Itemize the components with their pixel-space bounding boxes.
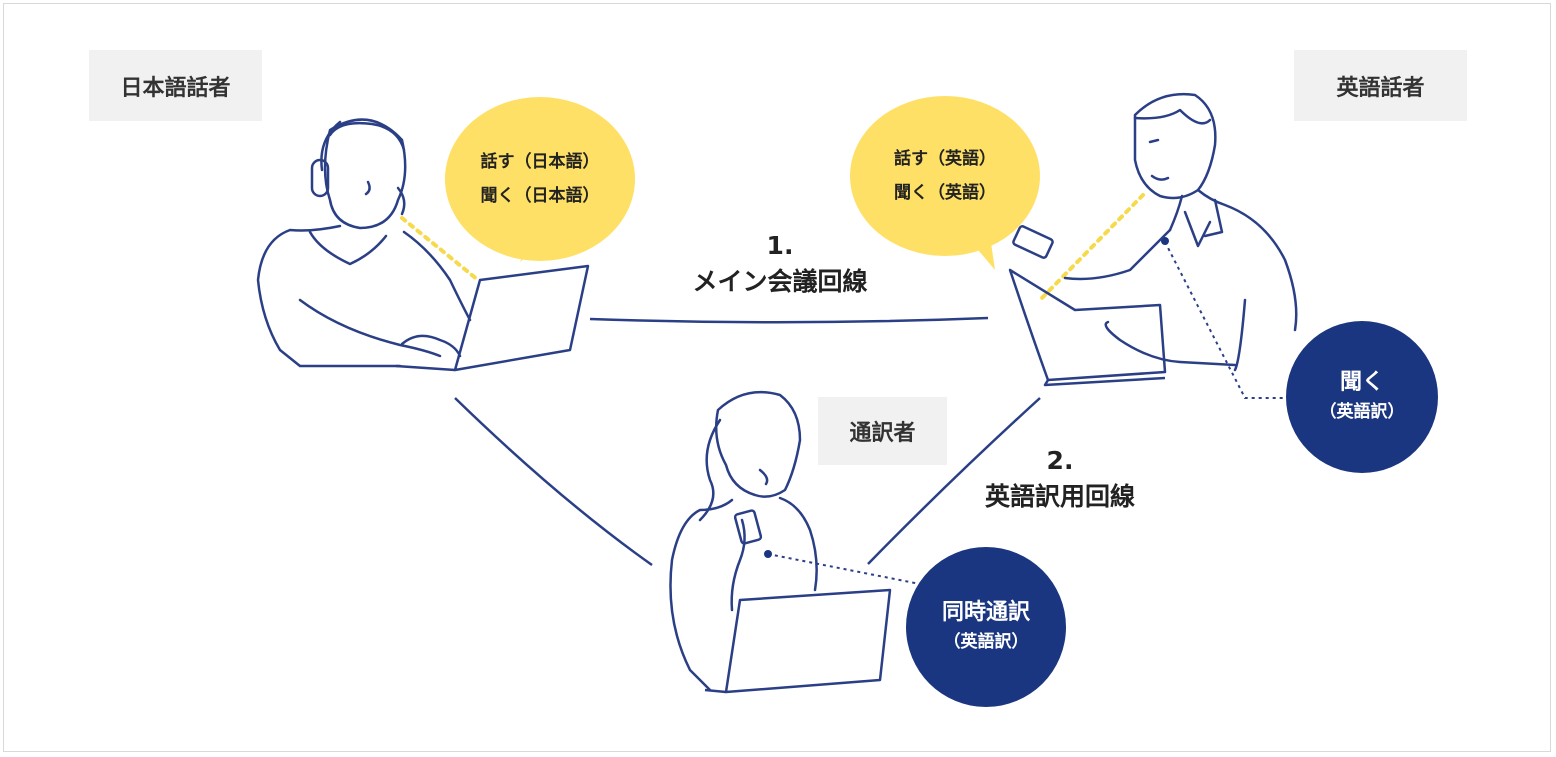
bubble-japanese-listen: 聞く（日本語）	[480, 186, 600, 206]
interpreter-laptop	[704, 588, 892, 694]
listen-dots	[1164, 241, 1290, 399]
left-connection-line	[454, 397, 653, 567]
english-translation-line-number: 2.	[1046, 446, 1074, 475]
english-speaker-figure	[1012, 93, 1298, 372]
english-laptop	[1008, 268, 1167, 387]
role-english-speaker: 英語話者	[1294, 50, 1467, 121]
english-speaking-dots	[1038, 193, 1145, 302]
circle-listen-sub: （英語訳）	[1319, 402, 1405, 422]
right-connection-line	[867, 397, 1041, 565]
bubble-english: 話す（英語） 聞く（英語）	[850, 96, 1040, 256]
bubble-english-listen: 聞く（英語）	[894, 183, 996, 203]
japanese-speaking-dots	[400, 216, 480, 282]
english-translation-line-text: 英語訳用回線	[984, 482, 1135, 511]
main-meeting-line-label: 1. メイン会議回線	[660, 228, 900, 300]
bubble-english-speak: 話す（英語）	[894, 149, 996, 169]
role-interpreter: 通訳者	[818, 397, 947, 465]
main-meeting-line-number: 1.	[766, 231, 794, 260]
main-meeting-line-text: メイン会議回線	[692, 267, 868, 296]
circle-simultaneous: 同時通訳 （英語訳）	[906, 547, 1066, 707]
role-japanese-speaker: 日本語話者	[89, 50, 262, 121]
japanese-speaker-figure	[256, 118, 472, 368]
japanese-laptop	[395, 264, 590, 372]
circle-listen: 聞く （英語訳）	[1286, 321, 1438, 473]
english-translation-line-label: 2. 英語訳用回線	[940, 443, 1180, 515]
bubble-japanese-speak: 話す（日本語）	[480, 152, 600, 172]
main-meeting-line	[589, 316, 989, 324]
circle-listen-main: 聞く	[1339, 370, 1384, 395]
bubble-japanese: 話す（日本語） 聞く（日本語）	[445, 97, 635, 261]
interpreter-figure	[669, 390, 818, 692]
circle-simultaneous-main: 同時通訳	[941, 600, 1030, 625]
interpreter-dots	[767, 553, 921, 585]
circle-simultaneous-sub: （英語訳）	[943, 632, 1029, 652]
